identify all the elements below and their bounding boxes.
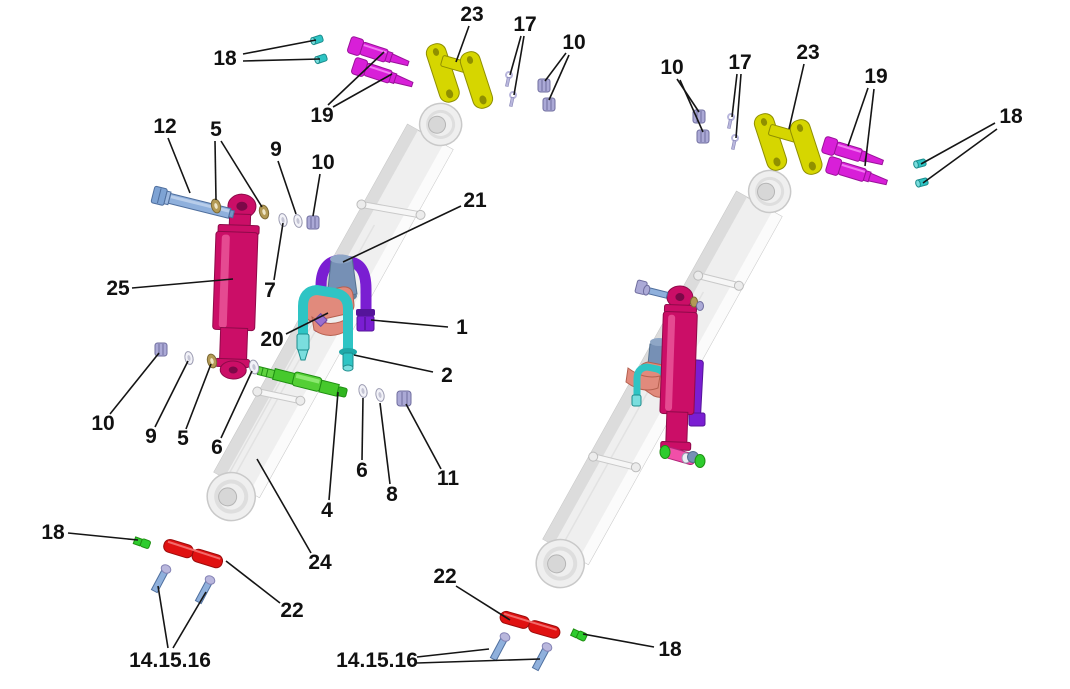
clamp-bolt-a bbox=[150, 564, 172, 594]
leader-line-10 bbox=[548, 54, 570, 101]
washer-9b bbox=[184, 351, 194, 365]
shock-assembly-right bbox=[625, 279, 706, 468]
washer-right-mount-a bbox=[690, 296, 698, 308]
leader-line-20 bbox=[285, 312, 329, 335]
leader-line-2 bbox=[353, 354, 434, 373]
grease-fitting-green-left bbox=[132, 536, 151, 549]
washer-8 bbox=[375, 388, 385, 402]
leader-line-17 bbox=[513, 35, 525, 96]
leader-line-9 bbox=[154, 360, 189, 428]
u-bolt-purple bbox=[315, 254, 375, 332]
nut-10a bbox=[306, 215, 320, 230]
leader-line-6 bbox=[220, 370, 253, 439]
cotter-pin-17a bbox=[505, 71, 513, 87]
leader-line-21 bbox=[342, 205, 462, 263]
spring-clamp-right-lower bbox=[588, 451, 641, 473]
brass-washer-5a bbox=[210, 198, 222, 214]
leader-line-23 bbox=[788, 63, 805, 130]
nut-10b bbox=[154, 342, 168, 357]
leader-line-5 bbox=[214, 140, 217, 201]
leader-line-12 bbox=[167, 137, 191, 194]
spring-clamp-left-lower bbox=[252, 386, 306, 406]
clamp-bolt-c bbox=[489, 632, 511, 662]
leader-line-24 bbox=[256, 458, 312, 554]
leader-line-14.15.16 bbox=[172, 591, 207, 649]
shock-absorber-right bbox=[659, 285, 698, 451]
shock-mount-bolt-right bbox=[634, 279, 669, 299]
leader-line-8 bbox=[379, 402, 391, 485]
leader-line-25 bbox=[131, 278, 234, 289]
leader-line-11 bbox=[405, 403, 442, 470]
leader-line-6 bbox=[361, 397, 364, 461]
grease-fitting-cyan-d bbox=[915, 177, 929, 188]
u-bolt-cyan bbox=[296, 284, 357, 372]
torque-pin-green bbox=[256, 366, 348, 398]
leader-line-17 bbox=[731, 73, 738, 118]
leader-line-9 bbox=[277, 160, 297, 215]
nut-10c bbox=[537, 78, 551, 93]
washer-6a bbox=[248, 359, 260, 375]
cotter-pin-17b bbox=[509, 91, 517, 107]
spring-clamp-left-upper bbox=[356, 199, 426, 220]
clamp-bolt-b bbox=[194, 575, 216, 605]
leader-line-19 bbox=[332, 73, 393, 108]
leader-line-19 bbox=[847, 87, 869, 147]
leader-line-22 bbox=[225, 560, 281, 604]
washer-9a bbox=[293, 214, 303, 228]
leader-line-18 bbox=[67, 532, 139, 541]
leader-line-10 bbox=[109, 352, 160, 415]
leader-line-18 bbox=[922, 128, 998, 184]
leader-line-7 bbox=[273, 222, 284, 281]
spring-pin-magenta-c bbox=[821, 136, 884, 166]
leader-line-14.15.16 bbox=[416, 658, 541, 664]
leader-line-10 bbox=[544, 52, 567, 82]
leader-line-14.15.16 bbox=[416, 648, 490, 658]
leader-line-19 bbox=[327, 51, 385, 106]
clamp-bolt-d bbox=[531, 642, 553, 672]
washer-6b bbox=[358, 384, 368, 398]
shock-lower-pin-right bbox=[659, 445, 706, 468]
leader-line-18 bbox=[242, 58, 321, 62]
spring-clamp-right-upper bbox=[693, 270, 744, 291]
spring-pin-magenta-d bbox=[825, 156, 888, 186]
leader-line-17 bbox=[509, 35, 522, 76]
nut-10f bbox=[696, 129, 710, 144]
nut-10d bbox=[542, 97, 556, 112]
leader-line-10 bbox=[676, 78, 700, 113]
brass-washer-5c bbox=[206, 353, 218, 369]
leader-line-5 bbox=[185, 363, 212, 430]
shackle-bracket-left bbox=[425, 43, 494, 109]
leader-line-18 bbox=[582, 633, 655, 648]
leader-line-17 bbox=[735, 73, 742, 139]
spring-pin-magenta-a bbox=[347, 36, 410, 67]
nut-11 bbox=[396, 390, 412, 407]
center-bolt-red-right bbox=[499, 610, 561, 639]
leader-line-4 bbox=[328, 391, 339, 501]
leader-line-14.15.16 bbox=[157, 585, 169, 649]
leader-line-23 bbox=[455, 25, 470, 63]
leader-line-10 bbox=[312, 173, 321, 217]
leader-line-1 bbox=[370, 319, 449, 328]
leader-line-19 bbox=[864, 88, 875, 167]
leader-line-18 bbox=[242, 39, 317, 55]
leader-line-5 bbox=[220, 140, 263, 208]
shackle-bracket-right bbox=[753, 113, 823, 175]
washer-right-mount-b bbox=[696, 301, 704, 311]
leader-line-22 bbox=[455, 585, 511, 621]
leader-line-10 bbox=[679, 79, 704, 133]
washer-7 bbox=[278, 213, 288, 227]
brass-washer-5b bbox=[258, 204, 270, 220]
center-bolt-red-left bbox=[163, 538, 224, 569]
leader-line-18 bbox=[920, 122, 996, 165]
